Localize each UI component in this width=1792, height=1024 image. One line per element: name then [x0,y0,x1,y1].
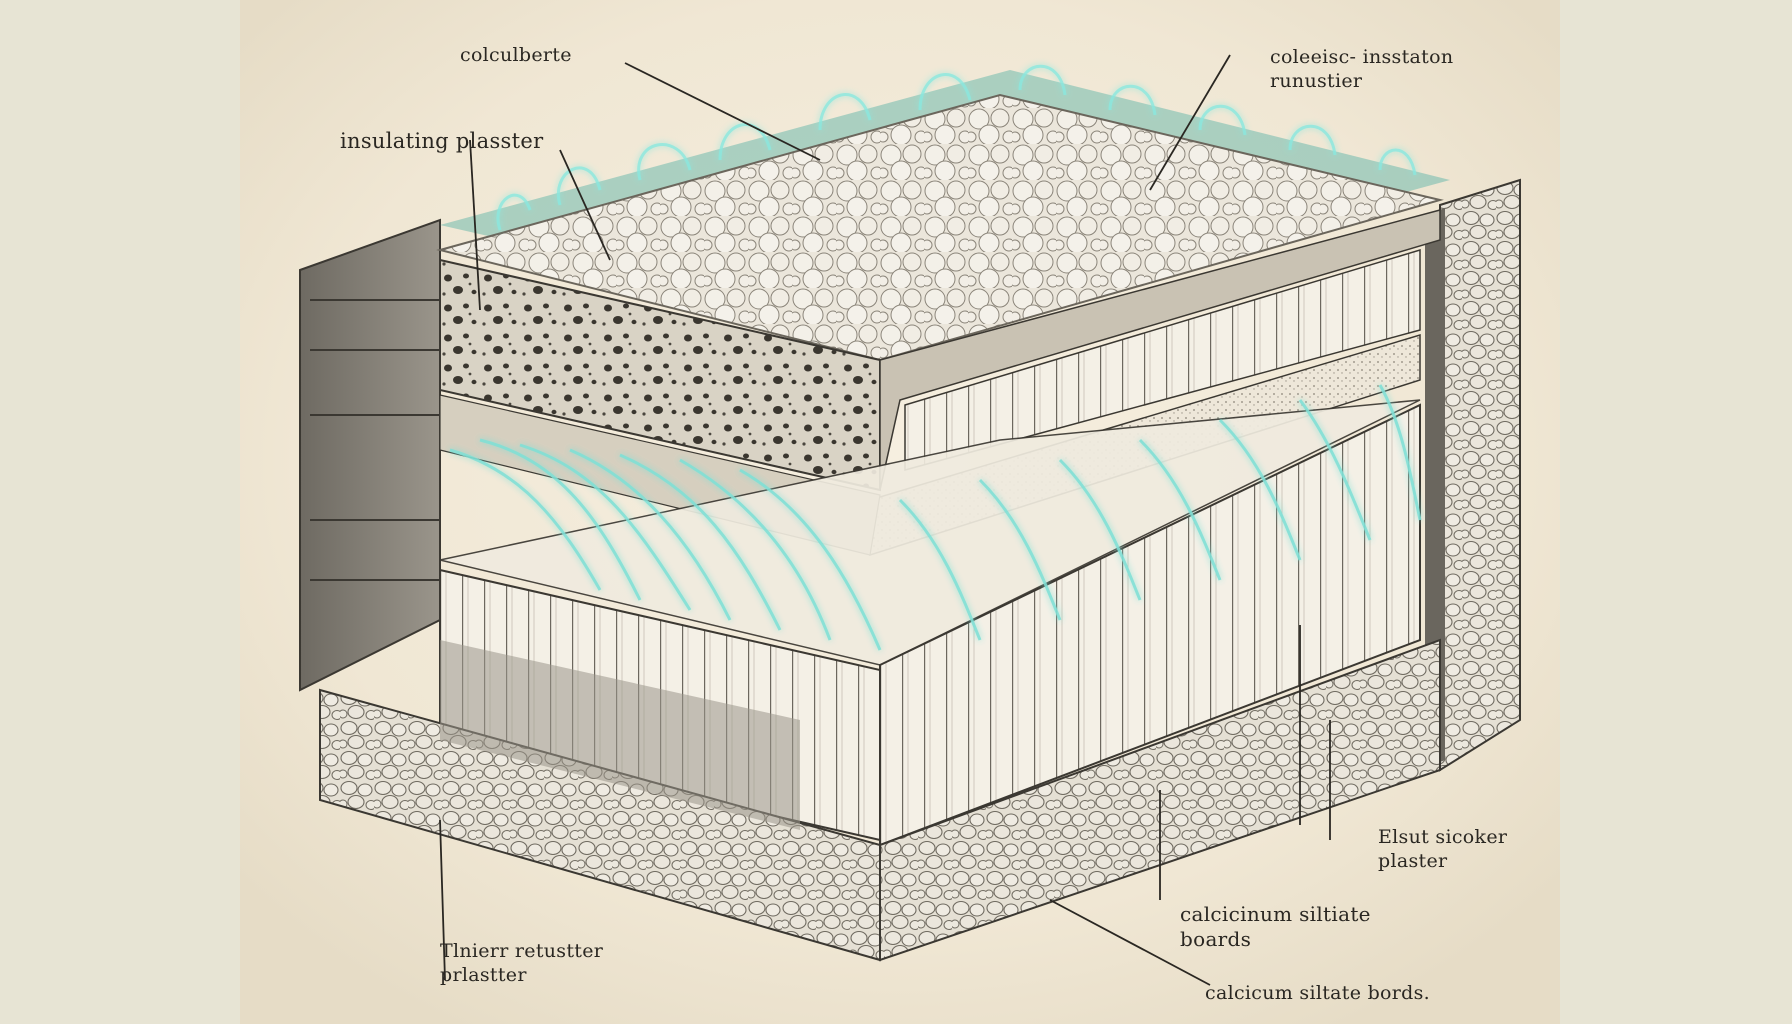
label-right-middle-line1: Elsut sicoker [1378,826,1508,848]
label-bottom-left-line1: Tlnierr retustter [440,940,604,962]
inner-fiber-strip [904,248,1421,471]
fiber-board-top [439,399,1421,666]
lower-left-cavity [440,640,800,830]
right-outer-wall [1439,178,1521,772]
glowing-fiber-wisps [449,384,1422,651]
label-right-lower-line2: boards [1180,927,1252,951]
label-bottom-right: calcicum siltate bords. [1205,982,1431,1004]
label-right-lower-line1: calcicinum siltiate [1180,902,1371,926]
label-bottom-left-line2: prlastter [440,963,527,986]
back-wall-left [299,218,441,692]
top-glow-flames [496,64,1417,231]
leader-lines [439,54,1331,986]
label-top-right-line1: coleeisc- insstaton [1270,46,1454,68]
label-top-right: coleeisc- insstaton runustier [1270,46,1453,94]
label-bottom-left: Tlnierr retustter prlastter [440,940,603,988]
label-left-upper: insulating plasster [340,129,544,153]
top-plaster-surface [436,93,1444,362]
label-top-right-line2: runustier [1270,69,1363,92]
label-right-lower: calcicinum siltiate boards [1180,902,1371,952]
label-right-middle: Elsut sicoker plaster [1378,826,1507,874]
label-top-center: colculberte [460,44,572,66]
fiber-board-right [879,403,1421,847]
right-inner-panel [1425,208,1445,768]
label-right-middle-line2: plaster [1378,849,1448,872]
